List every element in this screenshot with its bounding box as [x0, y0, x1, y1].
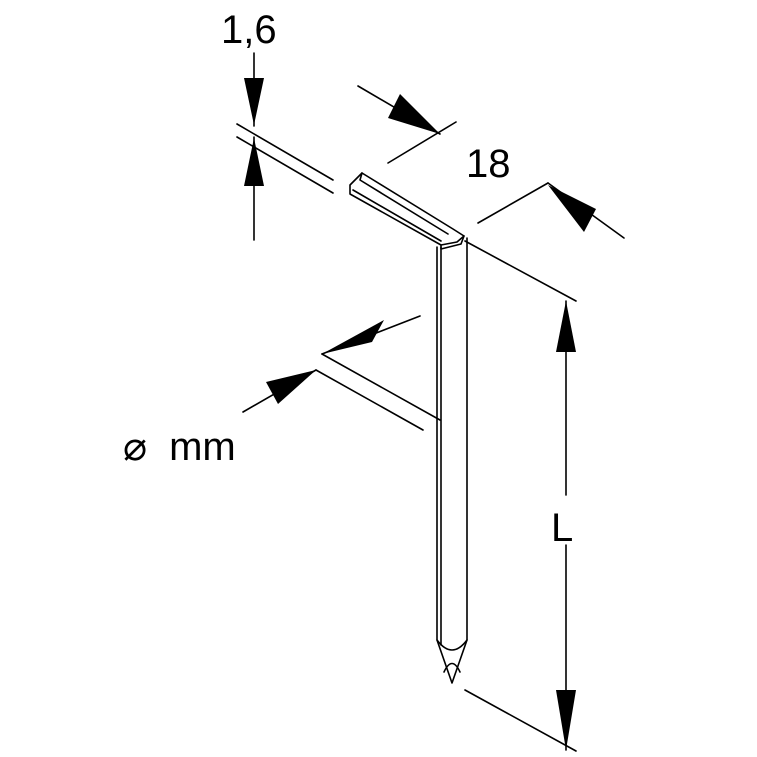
arrowhead-diameter-right	[322, 320, 384, 354]
length-dimension	[464, 240, 577, 752]
diameter-symbol: ⌀	[123, 425, 148, 469]
diameter-dimension	[242, 315, 441, 431]
diameter-unit: mm	[169, 425, 236, 469]
arrowhead-thickness-bottom	[244, 138, 264, 186]
length-label: L	[551, 506, 574, 550]
arrowhead-diameter-left	[266, 370, 316, 404]
arrowhead-length-top	[556, 301, 576, 352]
nail-head	[349, 172, 465, 250]
head-width-label: 18	[466, 142, 511, 186]
head-thickness-label: 1,6	[221, 8, 277, 52]
arrowhead-thickness-top	[244, 78, 264, 125]
diameter-label: ⌀ mm	[123, 427, 236, 467]
arrowhead-width-left	[388, 94, 440, 134]
arrowhead-length-bottom	[556, 690, 576, 750]
nail-shank	[436, 237, 468, 684]
arrowhead-width-right	[548, 185, 596, 232]
